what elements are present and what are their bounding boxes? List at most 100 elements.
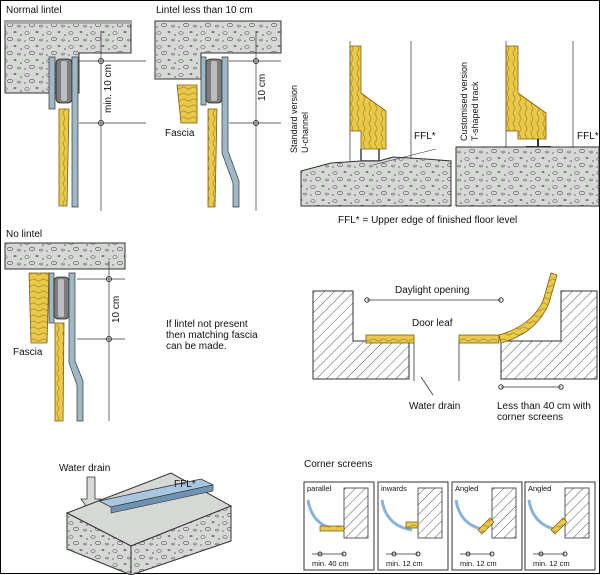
panel-corner-screens: Corner screens parallel min. 40 cm inwards…: [303, 459, 596, 571]
ceiling-slab: [4, 242, 126, 270]
ffl-leader: [372, 148, 437, 166]
wall-section: [417, 487, 443, 539]
lintel-concrete: [154, 20, 282, 80]
floor-side-right: [130, 505, 232, 575]
custom-version-title: Customised version: [459, 62, 469, 141]
dim-node: [317, 551, 323, 557]
ffl-label-standard: FFL*: [414, 131, 436, 142]
door-panel-custom: [505, 45, 547, 140]
corner-screen-dim: min. 12 cm: [460, 559, 497, 568]
door-swing-arc: [380, 499, 413, 532]
corner-screen-card: Angled min. 12 cm: [524, 481, 596, 571]
corner-screen-card: parallel min. 40 cm: [303, 481, 375, 571]
note-line-3: can be made.: [166, 341, 227, 352]
door-leaf: [58, 108, 70, 207]
corner-note-2: corner screens: [497, 412, 563, 423]
drain-leader: [420, 376, 434, 396]
dim-label-normal: min. 10 cm: [103, 64, 114, 113]
screen-leaf: [405, 521, 419, 529]
door-leaf-label: Door leaf: [412, 318, 453, 329]
corner-screen-card: inwards min. 12 cm: [377, 481, 449, 571]
t-shaped-track: [526, 139, 551, 148]
note-line-2: then matching fascia: [166, 330, 258, 341]
corner-screen-dim: min. 12 cm: [533, 559, 570, 568]
dim-node: [489, 551, 495, 557]
corner-note-1: Less than 40 cm with: [497, 401, 591, 412]
ceiling-line: [5, 21, 131, 24]
corner-screen-label: parallel: [307, 484, 332, 493]
corner-screen-label: Angled: [528, 484, 551, 493]
dim-node: [538, 551, 544, 557]
drain-channel-side: [110, 484, 214, 514]
title-no-lintel: No lintel: [6, 229, 42, 240]
track-bracket: [48, 56, 56, 110]
dim-label-none: 10 cm: [111, 296, 122, 323]
dim-node: [391, 551, 397, 557]
dim-node: [364, 297, 370, 303]
fascia-label-less: Fascia: [165, 128, 195, 139]
roller-highlight: [61, 61, 67, 101]
ffl-label-custom: FFL*: [577, 131, 599, 142]
dim-node: [465, 551, 471, 557]
fascia-label-none: Fascia: [13, 347, 43, 358]
ffl-label-drain: FFL*: [174, 479, 196, 490]
standard-version-title: Standard version: [289, 85, 299, 153]
fascia-board: [176, 84, 198, 124]
curved-leaf: [498, 272, 558, 344]
panel-water-drain: Water drain FFL*: [59, 463, 233, 575]
door-leaf: [54, 322, 65, 422]
dim-node: [562, 551, 568, 557]
door-leaf: [207, 108, 218, 208]
corner-screens-title: Corner screens: [304, 459, 372, 470]
roller-highlight: [58, 279, 64, 317]
door-panel-standard: [349, 45, 387, 150]
corner-screen-dim: min. 12 cm: [386, 559, 423, 568]
guide-rail: [71, 56, 79, 208]
guide-rail: [221, 56, 240, 208]
daylight-label: Daylight opening: [395, 285, 470, 296]
dim-node: [498, 297, 504, 303]
panel-plan-view: Daylight opening Door leaf Water drain L…: [312, 272, 598, 423]
panel-lintel-less: Lintel less than 10 cm 10 cm Fascia: [154, 5, 282, 211]
track-bracket: [48, 272, 55, 324]
screen-leaf: [477, 517, 495, 535]
roller-highlight: [211, 61, 217, 101]
panel-floor-versions: FFL* Standard version U-channel FFL* Cus…: [289, 41, 600, 226]
title-normal-lintel: Normal lintel: [6, 5, 62, 16]
guide-rail: [68, 272, 84, 422]
dim-node: [415, 551, 421, 557]
corner-screen-card: Angled min. 12 cm: [451, 481, 523, 571]
water-drain-title: Water drain: [59, 463, 110, 474]
ffl-footnote: FFL* = Upper edge of finished floor leve…: [338, 215, 517, 226]
corner-screen-label: inwards: [381, 484, 407, 493]
dim-node: [558, 384, 564, 390]
wall-right: [500, 290, 598, 380]
door-leaf-plan: [458, 334, 500, 344]
fascia-board: [28, 272, 50, 344]
corner-screen-dim: min. 40 cm: [312, 559, 349, 568]
water-drain-label: Water drain: [409, 401, 460, 412]
u-channel: [360, 149, 380, 162]
floor-slab-standard: [300, 156, 452, 207]
floor-slab-custom: [455, 146, 600, 207]
note-line-1: If lintel not present: [166, 319, 248, 330]
track-bracket: [200, 56, 207, 106]
dim-label-less: 10 cm: [257, 74, 268, 101]
panel-no-lintel: No lintel 10 cm Fascia If lintel not pre…: [4, 229, 258, 422]
corner-screen-label: Angled: [455, 484, 478, 493]
standard-version-sub: U-channel: [300, 112, 310, 153]
door-leaf-plan: [365, 334, 415, 344]
wall-section: [491, 487, 517, 539]
dim-node: [341, 551, 347, 557]
custom-version-sub: T-shaped track: [470, 81, 480, 141]
wall-section: [564, 487, 590, 539]
panel-normal-lintel: Normal lintel min. 10 cm: [4, 5, 146, 211]
screen-leaf: [550, 517, 568, 535]
floor-side-front: [66, 512, 132, 575]
screen-leaf: [319, 525, 345, 532]
title-lintel-less: Lintel less than 10 cm: [156, 5, 253, 16]
wall-section: [343, 487, 369, 539]
